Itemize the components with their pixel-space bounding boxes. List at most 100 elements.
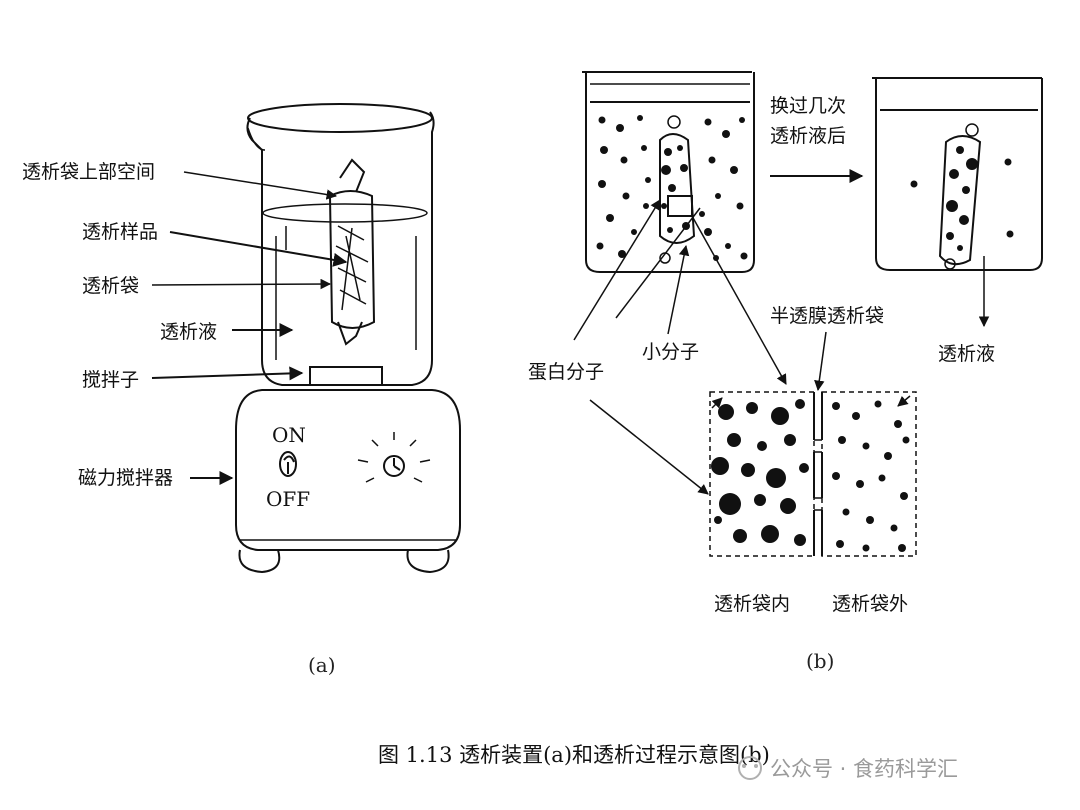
foot-right: [406, 549, 450, 574]
panel-b: 换过几次 透析液后 透析液 半透膜透析袋 蛋白分子 小分子 透析袋内 透析: [528, 71, 1043, 673]
arrow-small-molecule: [667, 244, 690, 335]
membrane-detail: [709, 391, 917, 557]
watermark-text: 公众号 · 食药科学汇: [770, 757, 958, 781]
bag-after-molecules: [946, 146, 978, 251]
molecule-dot: [894, 420, 902, 428]
molecule-dot: [736, 202, 744, 210]
zoom-line: [691, 215, 787, 385]
molecule-dot: [946, 232, 954, 240]
molecule-dot: [661, 165, 671, 175]
molecule-dot: [878, 474, 886, 482]
molecule-dot: [962, 186, 970, 194]
arrow-protein-bottom: [589, 399, 709, 495]
arrow-stir-bar: [151, 366, 304, 381]
molecule-dot: [718, 404, 734, 420]
molecule-dot: [959, 215, 969, 225]
dialysis-bag: [328, 158, 376, 346]
molecule-dot: [680, 164, 688, 172]
molecule-dot: [832, 402, 840, 410]
molecule-dot: [664, 148, 672, 156]
molecule-dot: [643, 203, 649, 209]
label-protein: 蛋白分子: [528, 361, 604, 383]
molecule-dot: [794, 534, 806, 546]
molecule-dot: [711, 457, 729, 475]
switch-off-label: OFF: [266, 487, 310, 511]
molecule-dot: [677, 145, 683, 151]
molecule-dot: [730, 166, 738, 174]
molecule-dot: [661, 203, 667, 209]
molecule-dot: [754, 494, 766, 506]
molecule-dot: [956, 146, 964, 154]
label-after-change-1: 换过几次: [770, 95, 846, 117]
arrow-protein-top: [573, 199, 661, 341]
molecule-dot: [645, 177, 651, 183]
watermark: 公众号 · 食药科学汇: [738, 756, 958, 781]
arrow-membrane: [814, 331, 827, 392]
liquid-surface: [262, 203, 428, 223]
molecule-dot: [708, 156, 716, 164]
molecule-dot: [766, 468, 786, 488]
molecule-dot: [795, 399, 805, 409]
molecule-dot: [780, 498, 796, 514]
label-membrane: 半透膜透析袋: [770, 305, 884, 327]
molecule-dot: [746, 402, 758, 414]
molecule-dot: [949, 169, 959, 179]
molecule-dot: [862, 544, 870, 552]
molecule-dot: [884, 452, 892, 460]
sublabel-a: (a): [308, 653, 336, 677]
molecule-dot: [856, 480, 864, 488]
molecule-dot: [838, 436, 846, 444]
foot-left: [238, 549, 281, 574]
beaker-after: [872, 77, 1043, 271]
molecule-dot: [957, 245, 963, 251]
stir-bar: [309, 366, 383, 386]
molecule-dot: [704, 228, 712, 236]
label-sample: 透析样品: [82, 221, 158, 243]
wechat-logo-icon: [738, 756, 762, 780]
inside-molecules: [711, 399, 809, 546]
molecule-dot: [704, 118, 712, 126]
label-dialysate-a: 透析液: [160, 321, 217, 343]
molecule-dot: [740, 252, 748, 260]
molecule-dot: [741, 463, 755, 477]
beaker: [246, 103, 435, 386]
label-dialysate-b: 透析液: [938, 343, 995, 365]
label-headspace: 透析袋上部空间: [22, 161, 155, 183]
molecule-dot: [622, 192, 630, 200]
arrow-bag: [151, 278, 332, 290]
molecule-dot: [733, 529, 747, 543]
molecule-dot: [842, 508, 850, 516]
molecule-dot: [714, 516, 722, 524]
outside-molecules: [832, 400, 910, 552]
label-bag: 透析袋: [82, 275, 139, 297]
molecule-dot: [771, 407, 789, 425]
molecule-dot: [866, 516, 874, 524]
molecule-dot: [902, 436, 910, 444]
molecule-dot: [598, 180, 606, 188]
molecule-dot: [725, 243, 731, 249]
molecule-dot: [631, 229, 637, 235]
molecule-dot: [852, 412, 860, 420]
molecule-dot: [637, 115, 643, 121]
molecule-dot: [596, 242, 604, 250]
molecule-dot: [618, 250, 626, 258]
sublabel-b: (b): [806, 649, 834, 673]
molecule-dot: [668, 184, 676, 192]
label-outside: 透析袋外: [832, 593, 908, 615]
molecule-dot: [715, 193, 721, 199]
molecule-dot: [667, 227, 673, 233]
toggle-switch-icon: [279, 451, 297, 477]
molecule-dot: [761, 525, 779, 543]
molecule-dot: [757, 441, 767, 451]
panel-a: ON OFF 透析袋上部空间 透析样品 透析袋 透析液 搅拌子 磁力搅拌器 (a…: [22, 103, 461, 677]
molecule-dot: [722, 130, 730, 138]
speed-dial-icon: [357, 432, 431, 483]
figure-caption: 图 1.13 透析装置(a)和透析过程示意图(b): [378, 743, 770, 767]
molecule-dot: [606, 214, 614, 222]
stirrer-base: ON OFF: [235, 389, 461, 574]
molecule-dot: [836, 540, 844, 548]
molecule-dot: [898, 544, 906, 552]
label-stirrer: 磁力搅拌器: [78, 467, 173, 489]
molecule-dot: [620, 156, 628, 164]
